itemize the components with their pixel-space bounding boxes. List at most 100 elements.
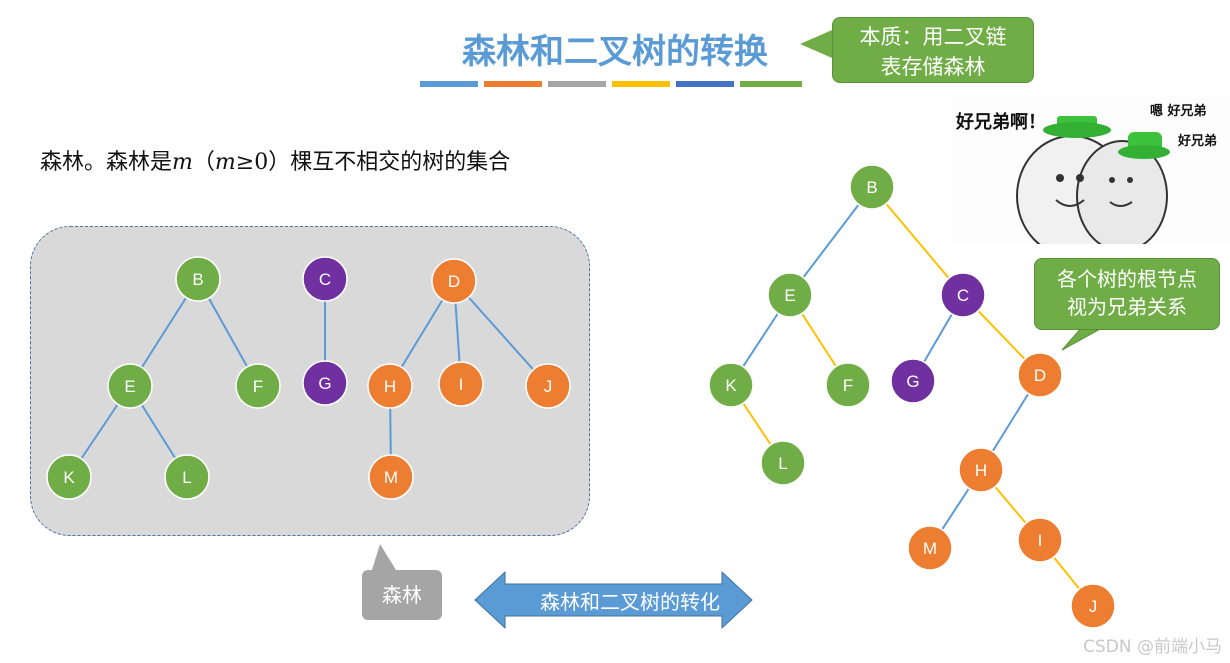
- forest-edge-d-j: [453, 280, 549, 387]
- binary-node-label: K: [725, 376, 737, 395]
- binary-node-h: H: [958, 447, 1004, 493]
- forest-node-label: M: [384, 468, 398, 487]
- forest-node-circle: [175, 256, 221, 302]
- forest-node-l: L: [164, 454, 210, 500]
- binary-node-label: D: [1034, 366, 1046, 385]
- forest-node-label: H: [384, 377, 396, 396]
- forest-node-e: E: [107, 363, 153, 409]
- binary-node-circle: [760, 440, 806, 486]
- color-bar: [484, 81, 542, 87]
- forest-node-c: C: [302, 256, 348, 302]
- binary-node-k: K: [708, 362, 754, 408]
- forest-node-i: I: [438, 361, 484, 407]
- binary-node-label: C: [957, 286, 969, 305]
- color-bar: [612, 81, 670, 87]
- forest-node-m: M: [368, 454, 414, 500]
- forest-node-label: G: [318, 374, 331, 393]
- color-bar: [548, 81, 606, 87]
- binary-node-label: L: [778, 454, 787, 473]
- forest-node-label: K: [63, 468, 75, 487]
- binary-node-l: L: [760, 440, 806, 486]
- essence-callout: 本质：用二叉链 表存储森林: [832, 17, 1034, 83]
- binary-node-c: C: [940, 272, 986, 318]
- binary-node-b: B: [849, 164, 895, 210]
- essence-callout-line2: 表存储森林: [880, 55, 986, 79]
- binary-node-d: D: [1017, 352, 1063, 398]
- binary-node-circle: [940, 272, 986, 318]
- binary-node-label: B: [866, 178, 877, 197]
- binary-node-e: E: [767, 272, 813, 318]
- page-title: 森林和二叉树的转换: [462, 32, 768, 72]
- roots-callout-line1: 各个树的根节点: [1057, 267, 1197, 291]
- forest-node-circle: [107, 363, 153, 409]
- color-bar: [740, 81, 802, 87]
- binary-node-label: M: [923, 539, 937, 558]
- binary-edge-b-c: [871, 186, 964, 296]
- binary-node-circle: [1017, 517, 1063, 563]
- meme-text-3: 好兄弟: [1178, 134, 1218, 149]
- conversion-arrow-label: 森林和二叉树的转化: [540, 590, 720, 614]
- forest-node-g: G: [302, 360, 348, 406]
- binary-node-label: G: [906, 372, 919, 391]
- forest-node-circle: [438, 361, 484, 407]
- forest-node-circle: [367, 363, 413, 409]
- forest-node-label: J: [544, 377, 553, 396]
- forest-label-callout: 森林: [362, 570, 442, 620]
- binary-node-circle: [708, 362, 754, 408]
- meme-image: 好兄弟啊！ 嗯 好兄弟 好兄弟: [952, 96, 1230, 244]
- intro-part1: 森林。森林是: [40, 150, 173, 175]
- essence-callout-line1: 本质：用二叉链: [859, 25, 1007, 49]
- binary-node-circle: [958, 447, 1004, 493]
- forest-node-label: D: [448, 272, 460, 291]
- intro-part3: ≥0）棵互不相交的树的集合: [235, 150, 511, 175]
- forest-label: 森林: [382, 583, 422, 607]
- binary-node-label: I: [1038, 531, 1043, 550]
- binary-node-circle: [890, 358, 936, 404]
- binary-node-i: I: [1017, 517, 1063, 563]
- intro-m1: m: [172, 150, 193, 175]
- binary-node-g: G: [890, 358, 936, 404]
- binary-node-circle: [825, 362, 871, 408]
- binary-node-label: E: [784, 286, 795, 305]
- binary-node-label: F: [843, 376, 853, 395]
- forest-node-k: K: [46, 454, 92, 500]
- forest-node-label: F: [253, 377, 263, 396]
- forest-node-j: J: [525, 363, 571, 409]
- color-bar: [676, 81, 734, 87]
- forest-definition: 森林。森林是m（m≥0）棵互不相交的树的集合: [40, 144, 510, 176]
- forest-node-label: L: [182, 468, 191, 487]
- color-bar: [420, 81, 478, 87]
- forest-node-f: F: [235, 363, 281, 409]
- forest-node-circle: [368, 454, 414, 500]
- meme-text-2: 嗯 好兄弟: [1150, 104, 1207, 119]
- watermark: CSDN @前端小马: [1083, 637, 1222, 657]
- roots-callout-line2: 视为兄弟关系: [1067, 295, 1187, 319]
- forest-node-circle: [164, 454, 210, 500]
- binary-node-label: J: [1089, 597, 1098, 616]
- forest-node-circle: [235, 363, 281, 409]
- forest-node-label: E: [124, 377, 135, 396]
- intro-part2: （: [192, 150, 215, 175]
- binary-node-circle: [1070, 583, 1116, 629]
- forest-node-circle: [431, 258, 477, 304]
- binary-node-j: J: [1070, 583, 1116, 629]
- binary-node-circle: [1017, 352, 1063, 398]
- forest-node-h: H: [367, 363, 413, 409]
- forest-node-circle: [302, 360, 348, 406]
- binary-node-f: F: [825, 362, 871, 408]
- forest-node-d: D: [431, 258, 477, 304]
- binary-node-circle: [849, 164, 895, 210]
- forest-node-label: C: [319, 270, 331, 289]
- meme-drawing: [1016, 116, 1170, 244]
- binary-node-circle: [907, 525, 953, 571]
- intro-m2: m: [214, 150, 236, 175]
- roots-sibling-callout: 各个树的根节点 视为兄弟关系: [1034, 258, 1220, 330]
- forest-node-circle: [525, 363, 571, 409]
- forest-node-label: I: [459, 375, 464, 394]
- forest-node-b: B: [175, 256, 221, 302]
- binary-node-m: M: [907, 525, 953, 571]
- forest-node-circle: [302, 256, 348, 302]
- forest-node-label: B: [192, 270, 203, 289]
- meme-text-1: 好兄弟啊！: [956, 112, 1046, 133]
